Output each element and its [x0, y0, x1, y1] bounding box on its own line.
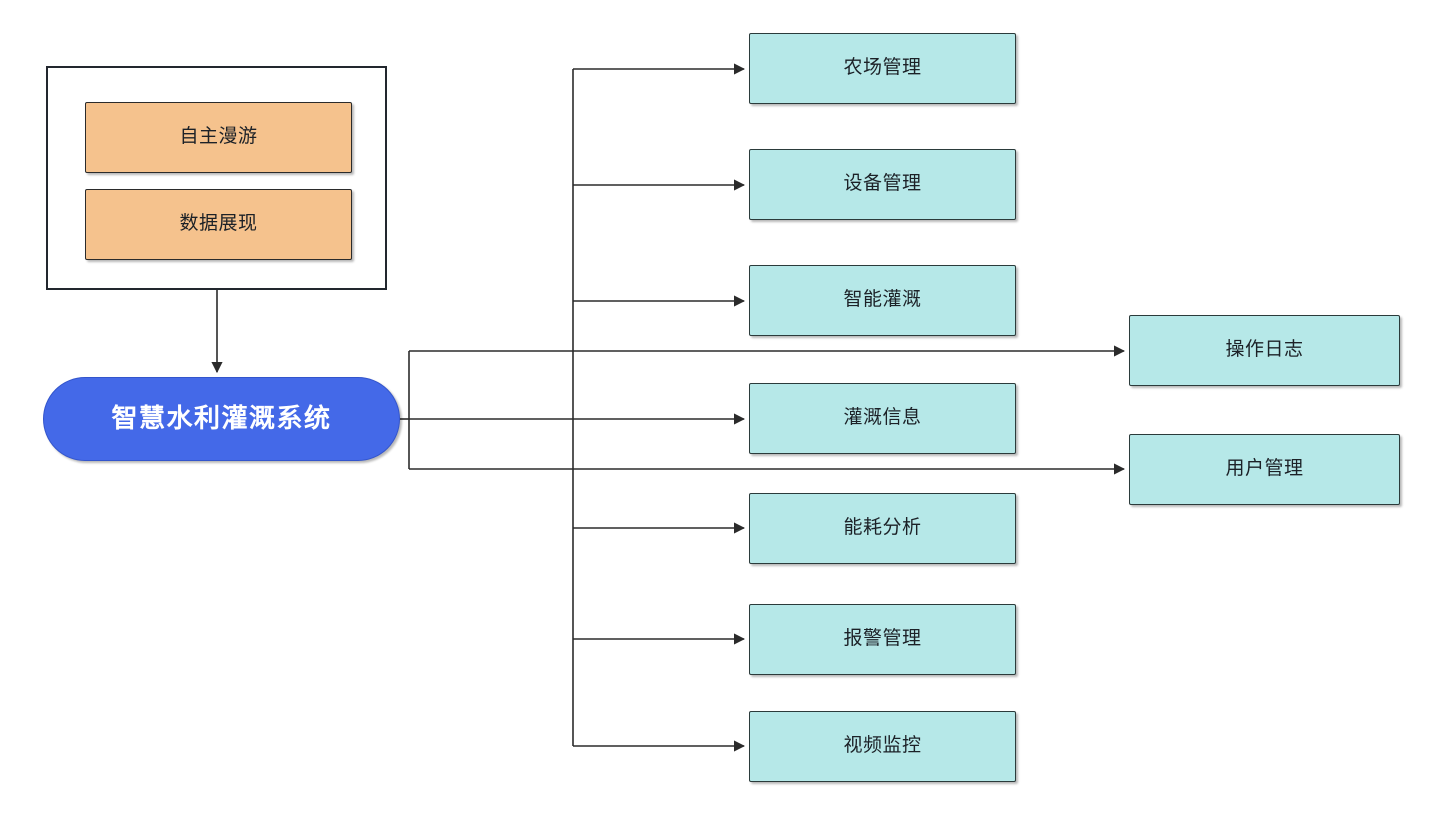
module-node-用户管理[interactable]: 用户管理 — [1129, 434, 1400, 505]
module-node-灌溉信息[interactable]: 灌溉信息 — [749, 383, 1016, 454]
feature-node-label: 自主漫游 — [179, 126, 258, 148]
module-node-操作日志[interactable]: 操作日志 — [1129, 315, 1400, 386]
module-node-label: 灌溉信息 — [843, 407, 922, 429]
root-node-label: 智慧水利灌溉系统 — [111, 403, 332, 434]
module-node-报警管理[interactable]: 报警管理 — [749, 604, 1016, 675]
module-node-能耗分析[interactable]: 能耗分析 — [749, 493, 1016, 564]
module-node-label: 智能灌溉 — [843, 289, 922, 311]
feature-node-数据展现[interactable]: 数据展现 — [85, 189, 352, 260]
module-node-设备管理[interactable]: 设备管理 — [749, 149, 1016, 220]
module-node-智能灌溉[interactable]: 智能灌溉 — [749, 265, 1016, 336]
module-node-label: 操作日志 — [1225, 339, 1304, 361]
module-node-视频监控[interactable]: 视频监控 — [749, 711, 1016, 782]
module-node-label: 用户管理 — [1225, 458, 1304, 480]
module-node-label: 设备管理 — [843, 173, 922, 195]
feature-node-label: 数据展现 — [179, 213, 258, 235]
module-node-label: 能耗分析 — [843, 517, 922, 539]
module-node-label: 农场管理 — [843, 57, 922, 79]
root-node-智慧水利灌溉系统[interactable]: 智慧水利灌溉系统 — [43, 377, 400, 461]
module-node-农场管理[interactable]: 农场管理 — [749, 33, 1016, 104]
module-node-label: 视频监控 — [843, 735, 922, 757]
module-node-label: 报警管理 — [843, 628, 922, 650]
feature-node-自主漫游[interactable]: 自主漫游 — [85, 102, 352, 173]
